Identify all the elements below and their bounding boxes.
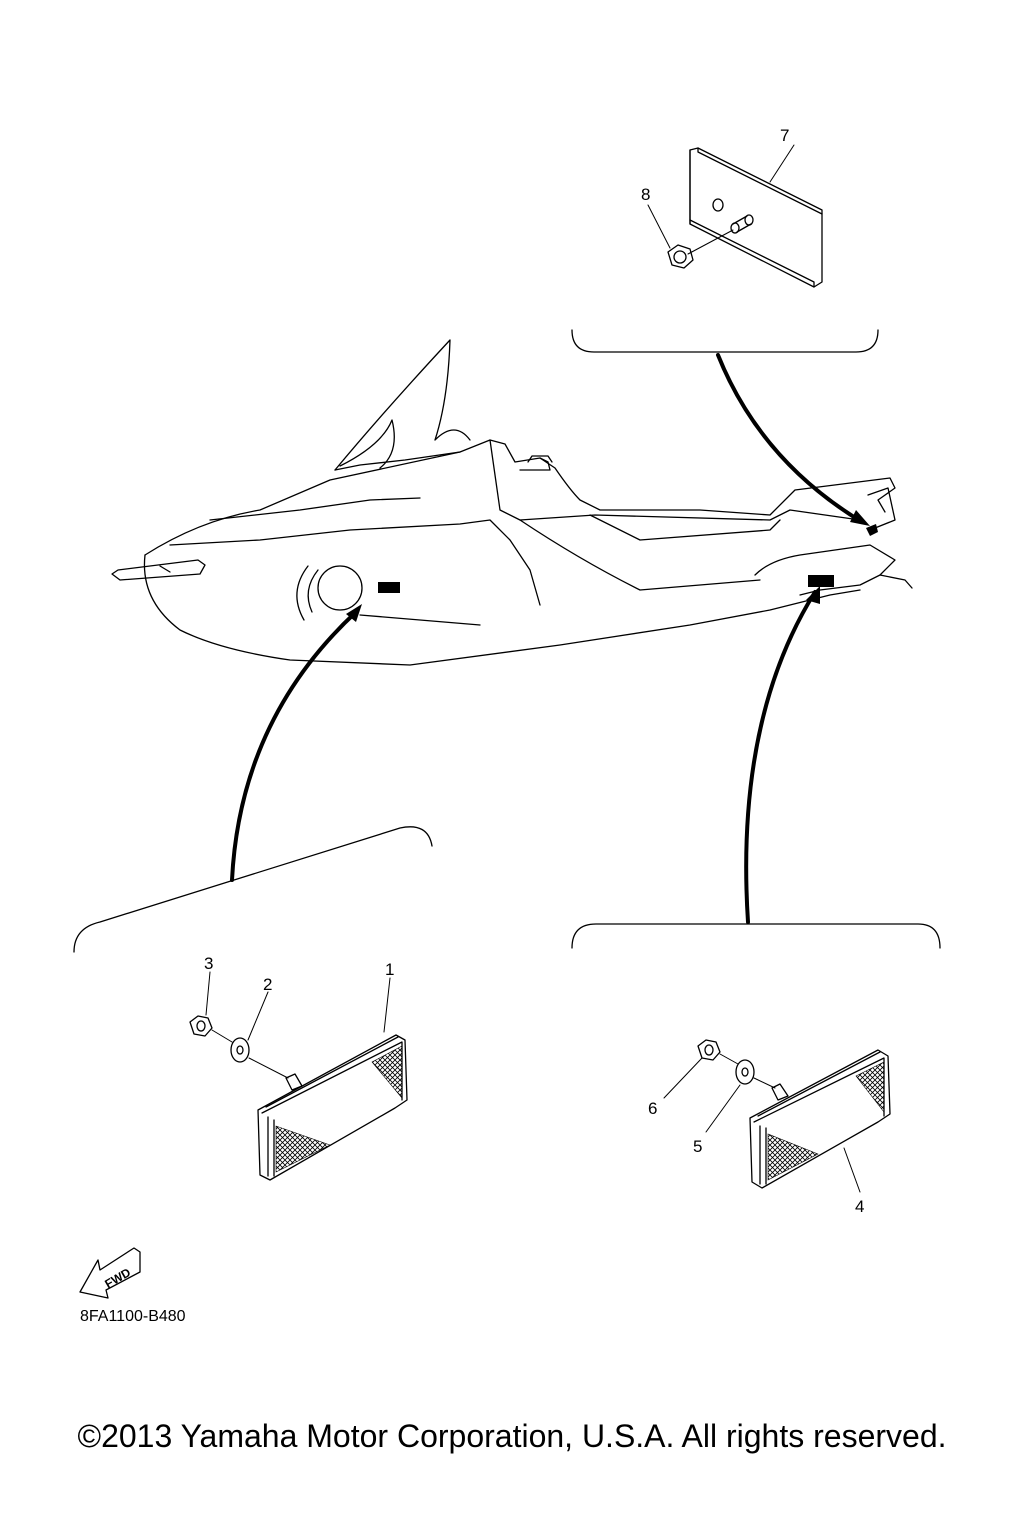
washer-part-2 bbox=[230, 1037, 289, 1079]
snowmobile-body bbox=[111, 339, 913, 666]
leader-1 bbox=[383, 977, 391, 1033]
callout-6: 6 bbox=[648, 1099, 657, 1118]
callout-5: 5 bbox=[693, 1137, 702, 1156]
plate-part bbox=[689, 147, 823, 288]
callout-3: 3 bbox=[204, 954, 213, 973]
washer-part-5 bbox=[735, 1059, 776, 1089]
reflector-part-4 bbox=[749, 1049, 891, 1189]
reflector-mark-front bbox=[378, 582, 400, 593]
leader-4 bbox=[843, 1147, 861, 1193]
reflector-mark-rear bbox=[808, 575, 834, 587]
leader-6 bbox=[663, 1057, 703, 1099]
callout-4: 4 bbox=[855, 1197, 864, 1216]
detail-bracket-right bbox=[571, 923, 941, 949]
fwd-arrow-icon: FWD bbox=[79, 1247, 141, 1299]
callout-8: 8 bbox=[641, 185, 650, 204]
indicator-arrows bbox=[230, 353, 870, 924]
leader-7 bbox=[769, 144, 795, 183]
leader-2 bbox=[247, 991, 269, 1041]
leader-5 bbox=[705, 1084, 741, 1133]
nut-part-3 bbox=[189, 1015, 233, 1043]
rear-reflector-detail: 4 5 6 bbox=[571, 923, 941, 1216]
leader-3 bbox=[205, 971, 211, 1016]
nut-part-6 bbox=[697, 1039, 739, 1065]
reflector-part-1 bbox=[257, 1034, 408, 1181]
plate-mark bbox=[866, 524, 878, 536]
detail-bracket-top bbox=[571, 329, 879, 353]
plate-assembly-detail: 7 8 bbox=[571, 126, 879, 353]
callout-1: 1 bbox=[385, 960, 394, 979]
front-reflector-detail: 1 2 3 bbox=[73, 826, 433, 1181]
callout-2: 2 bbox=[263, 975, 272, 994]
copyright-notice: ©2013 Yamaha Motor Corporation, U.S.A. A… bbox=[77, 1418, 947, 1454]
leader-8 bbox=[647, 204, 671, 249]
callout-7: 7 bbox=[780, 126, 789, 145]
nut-part bbox=[667, 229, 734, 269]
detail-bracket-left bbox=[73, 826, 433, 953]
diagram-code: 8FA1100-B480 bbox=[80, 1308, 186, 1325]
fwd-label: FWD bbox=[102, 1265, 133, 1291]
